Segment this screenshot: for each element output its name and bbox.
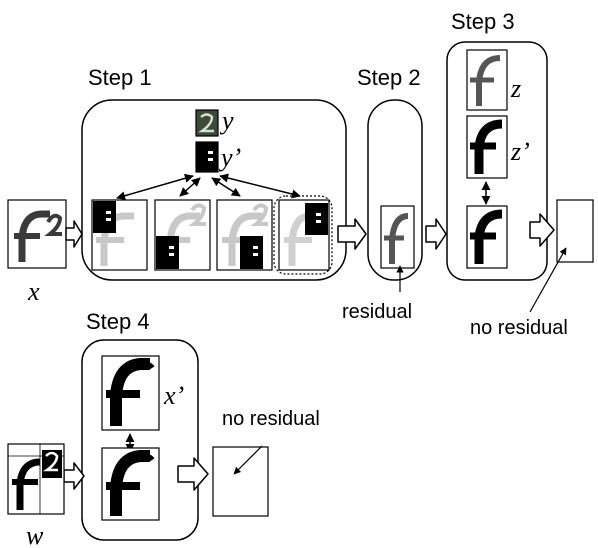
step3-container [446, 41, 548, 281]
step1-label: Step 1 [88, 65, 152, 90]
step2-label: Step 2 [357, 65, 421, 90]
empty-output-step4 [212, 446, 269, 517]
symbol-y: y [219, 106, 234, 135]
symbol-x-prime: x’ [163, 381, 184, 410]
matching-arrows [116, 173, 301, 201]
step4-result-image [101, 447, 160, 521]
candidate-panel-1 [91, 199, 148, 271]
chip-y [195, 109, 219, 137]
no-residual-label-step4: no residual [222, 408, 320, 430]
symbol-x: x [27, 277, 40, 306]
input-image-x [7, 199, 67, 269]
no-residual-label-step3: no residual [470, 317, 568, 339]
step4-container [81, 339, 199, 541]
step3-label: Step 3 [451, 9, 515, 34]
candidate-panel-4-best [273, 195, 333, 275]
symbol-y-prime: y’ [218, 143, 241, 172]
step2-container [367, 99, 423, 281]
residual-image [380, 205, 415, 269]
x-prime-image [101, 355, 160, 431]
empty-output-step3 [556, 199, 594, 263]
input-image-w [7, 443, 65, 515]
candidate-panel-3 [216, 199, 273, 271]
no-residual-pointer-step3 [529, 247, 567, 313]
step1-container [81, 99, 347, 281]
z-image [466, 49, 508, 111]
symbol-z: z [510, 74, 521, 103]
z-prime-image [466, 115, 508, 179]
step4-label: Step 4 [86, 309, 150, 334]
chip-y-prime [195, 141, 219, 173]
flow-arrows [63, 213, 555, 491]
no-residual-pointer-step4 [233, 445, 263, 475]
residual-label: residual [342, 301, 412, 323]
symbol-w: w [26, 521, 44, 548]
candidate-panel-2 [154, 199, 211, 271]
symbol-z-prime: z’ [510, 137, 530, 166]
step3-result-image [466, 205, 508, 269]
